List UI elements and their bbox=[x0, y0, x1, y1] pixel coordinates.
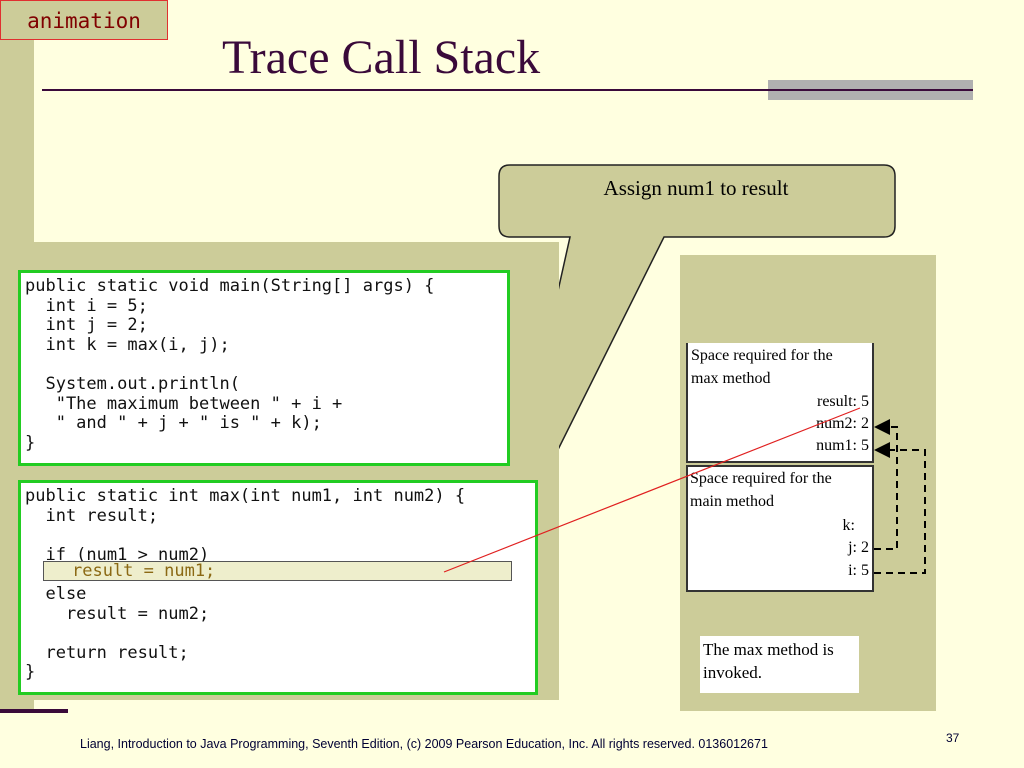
j-to-num2-arrow bbox=[874, 419, 898, 550]
code-line: int j = 2; bbox=[25, 316, 148, 336]
code-line: int k = max(i, j); bbox=[25, 335, 230, 355]
current-line-highlight bbox=[43, 561, 512, 581]
bottom-rule bbox=[0, 709, 68, 713]
title-rule bbox=[42, 89, 972, 91]
code-line: else bbox=[25, 584, 87, 604]
max-method-code: public static int max(int num1, int num2… bbox=[18, 480, 538, 695]
code-line: System.out.println( bbox=[25, 374, 240, 394]
animation-tag: animation bbox=[0, 0, 168, 40]
code-line: "The maximum between " + i + bbox=[25, 394, 343, 414]
slide-title: Trace Call Stack bbox=[222, 31, 541, 84]
code-line: int result; bbox=[25, 506, 159, 526]
code-line: return result; bbox=[25, 643, 189, 663]
num1-variable: num1: 5 bbox=[816, 437, 869, 454]
main-method-code: public static void main(String[] args) {… bbox=[18, 270, 510, 466]
code-line: " and " + j + " is " + k); bbox=[25, 414, 322, 434]
code-line: } bbox=[25, 433, 36, 453]
frame-heading: max method bbox=[691, 370, 771, 387]
code-line: } bbox=[25, 663, 36, 683]
max-method-frame: Space required for the max method result… bbox=[686, 343, 874, 463]
frame-heading: Space required for the bbox=[690, 470, 832, 487]
code-line: int i = 5; bbox=[25, 296, 148, 316]
callout-text: Assign num1 to result bbox=[603, 176, 789, 200]
highlighted-code-line: result = num1; bbox=[72, 561, 216, 581]
code-line: if (num1 > num2) bbox=[25, 545, 210, 565]
code-line: public static void main(String[] args) { bbox=[25, 277, 435, 296]
page-number: 37 bbox=[946, 731, 960, 745]
i-to-num1-arrow bbox=[874, 442, 926, 574]
title-rule-overlay bbox=[768, 89, 973, 91]
k-variable: k: bbox=[842, 517, 855, 534]
frame-heading: Space required for the bbox=[691, 347, 833, 364]
j-variable: j: 2 bbox=[848, 539, 869, 556]
assignment-arrow bbox=[443, 407, 861, 573]
footer-text: Liang, Introduction to Java Programming,… bbox=[80, 737, 768, 751]
code-line: public static int max(int num1, int num2… bbox=[25, 487, 466, 506]
num2-variable: num2: 2 bbox=[816, 415, 869, 432]
result-variable: result: 5 bbox=[817, 393, 869, 410]
i-variable: i: 5 bbox=[848, 562, 869, 579]
main-method-frame: Space required for the main method k: j:… bbox=[686, 465, 874, 592]
frame-heading: main method bbox=[690, 493, 774, 510]
code-line: result = num2; bbox=[25, 604, 210, 624]
invoked-note: The max method is invoked. bbox=[700, 636, 859, 693]
